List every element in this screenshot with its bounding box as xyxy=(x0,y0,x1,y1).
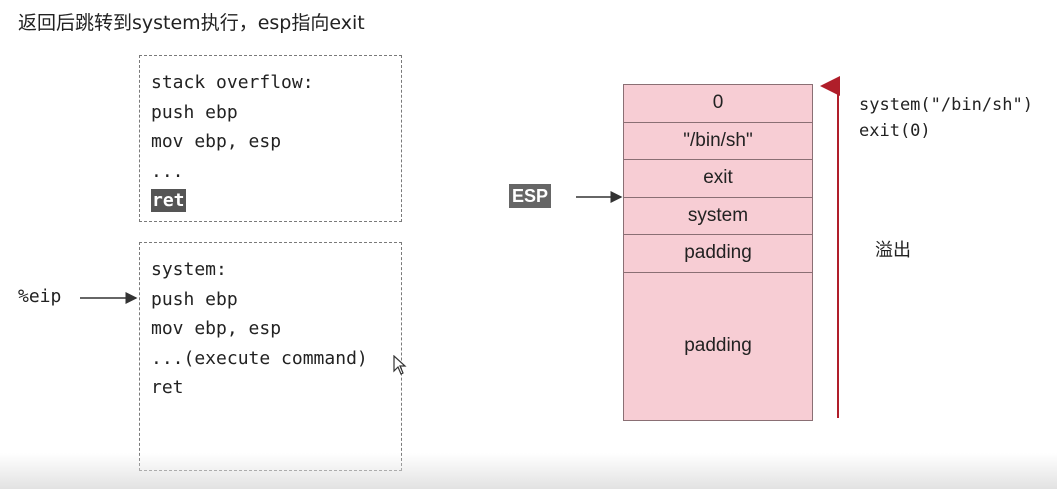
note-line: system("/bin/sh") xyxy=(859,95,1033,115)
stack-cell-padding: padding xyxy=(624,235,812,273)
stack-cell-zero: 0 xyxy=(624,85,812,123)
code-line: stack overflow: xyxy=(151,72,314,93)
stack-cell-padding-large: padding xyxy=(684,335,752,356)
stack-cell-system: system xyxy=(624,198,812,235)
mouse-cursor-icon xyxy=(393,355,407,375)
eip-label: %eip xyxy=(18,286,62,307)
bottom-fade xyxy=(0,453,1057,489)
ret-highlight: ret xyxy=(151,189,186,212)
code-line: mov ebp, esp xyxy=(151,318,282,339)
code-line: mov ebp, esp xyxy=(151,131,282,152)
stack-overflow-code-box: stack overflow: push ebp mov ebp, esp ..… xyxy=(139,55,402,222)
code-line: ret xyxy=(151,377,184,398)
note-line: exit(0) xyxy=(859,121,931,141)
esp-badge: ESP xyxy=(509,184,552,208)
code-line: push ebp xyxy=(151,101,238,123)
code-line-ret: ret xyxy=(151,186,401,216)
side-note: system("/bin/sh") exit(0) xyxy=(859,92,1033,144)
code-line: push ebp xyxy=(151,288,238,310)
stack-cell-binsh: "/bin/sh" xyxy=(624,123,812,160)
code-line: system: xyxy=(151,259,227,280)
system-code-box: system: push ebp mov ebp, esp ...(execut… xyxy=(139,242,402,471)
stack-cell-exit: exit xyxy=(624,160,812,198)
code-line: ...(execute command) xyxy=(151,347,368,369)
page-title: 返回后跳转到system执行，esp指向exit xyxy=(18,12,365,34)
overflow-label: 溢出 xyxy=(875,240,911,261)
code-line: ... xyxy=(151,160,184,182)
stack-diagram: 0 "/bin/sh" exit system padding padding xyxy=(623,84,813,421)
